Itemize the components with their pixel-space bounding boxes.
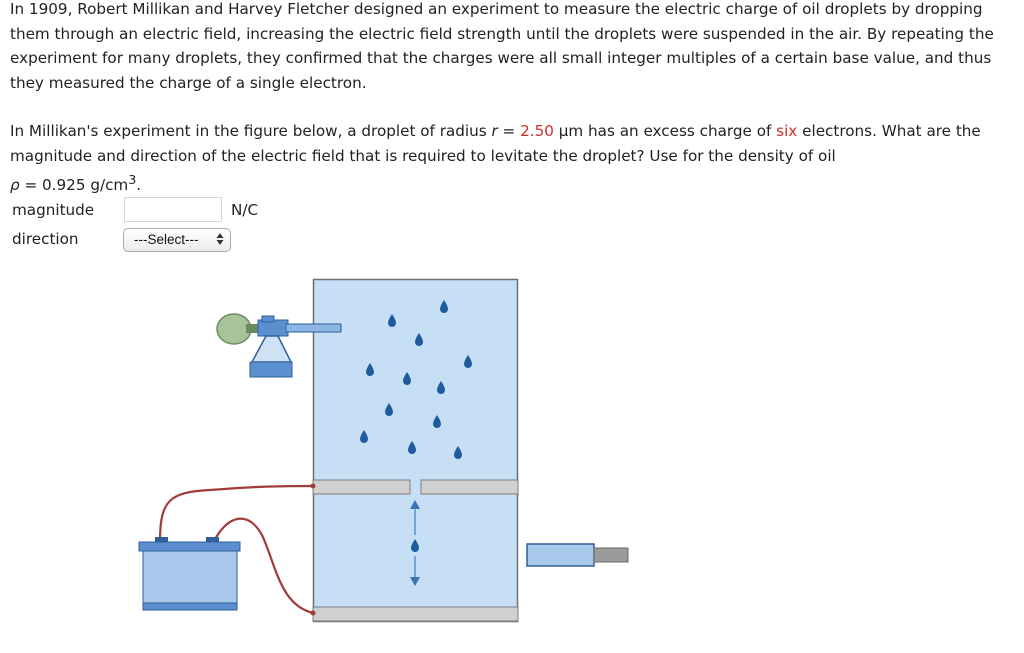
microscope-icon [526,543,629,567]
upper-droplets [360,300,472,459]
radius-value: 2.50 [520,122,554,140]
droplet-icon [408,441,416,454]
droplet-icon [415,333,423,346]
upper-plate-right [420,479,519,495]
battery-icon [138,537,241,611]
droplet-icon [433,415,441,428]
levitated-droplet [410,500,420,586]
upper-plate-left [312,479,411,495]
direction-label: direction [12,230,79,248]
droplet-icon [464,355,472,368]
droplet-icon [366,363,374,376]
droplet-icon [385,403,393,416]
question-end: . [136,176,142,195]
wire-positive [158,484,314,542]
radius-symbol: r [491,122,498,140]
magnitude-input[interactable] [124,197,222,222]
wire-negative [213,517,314,615]
droplet-icon [360,430,368,443]
density-exponent: 3 [128,172,137,188]
charge-count: six [776,122,798,140]
intro-paragraph: In 1909, Robert Millikan and Harvey Flet… [10,0,994,92]
lower-plate [312,606,519,622]
density-symbol: ρ [10,176,20,195]
droplet-icon [388,314,396,327]
droplet-icon [403,372,411,385]
direction-selected-value: ---Select--- [134,232,199,247]
question-paragraph: In Millikan's experiment in the figure b… [10,119,1015,198]
density-value: = 0.925 g/cm [19,176,129,195]
equals-1: = [497,122,521,140]
atomizer-bulb-icon [216,313,342,378]
droplet-icon [411,539,419,552]
question-text-3: electrons. What are the magnitude and di… [10,122,981,165]
magnitude-unit: N/C [231,201,259,219]
droplet-icon [437,381,445,394]
question-text-2: μm has an excess charge of [553,122,777,140]
arrow-up-icon [410,500,420,509]
select-arrows-icon [216,233,224,245]
arrow-down-icon [410,577,420,586]
droplet-icon [440,300,448,313]
question-text-1: In Millikan's experiment in the figure b… [10,122,492,140]
direction-select[interactable]: ---Select--- [123,228,231,252]
magnitude-label: magnitude [12,201,95,219]
droplet-icon [454,446,462,459]
